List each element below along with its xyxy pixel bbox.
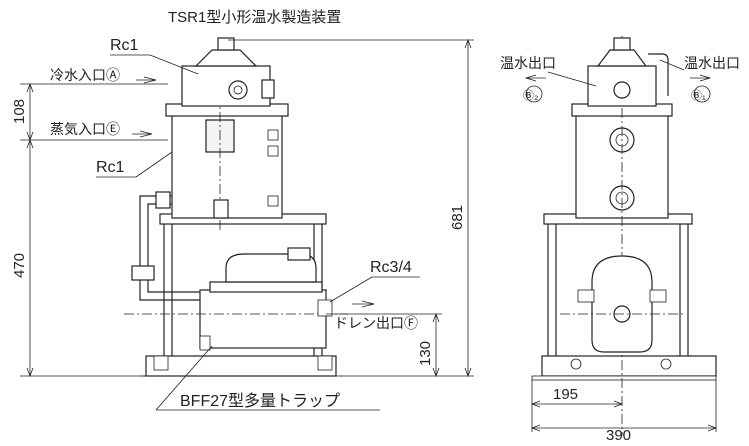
label-rc1-top: Rc1 — [110, 37, 139, 54]
dim-108: 108 — [11, 99, 28, 124]
label-hot-outlet-right-mark: Ⓑ₁ — [691, 89, 706, 102]
trap-body-front — [591, 255, 653, 353]
label-trap: BFF27型多量トラップ — [180, 392, 340, 410]
label-cold-inlet: 冷水入口Ⓐ — [50, 67, 120, 83]
arrow-cold-inlet — [136, 76, 157, 84]
dim-681: 681 — [449, 205, 466, 230]
label-hot-outlet-right: 温水出口 — [684, 55, 740, 71]
front-view — [531, 36, 717, 436]
arrow-hot-outlet-right — [690, 74, 712, 82]
base-plate-side — [145, 355, 337, 377]
label-hot-outlet-left: 温水出口 — [500, 55, 556, 71]
label-rc34: Rc3/4 — [370, 259, 412, 276]
side-view-dimensions: 108 470 681 130 — [11, 38, 474, 378]
arrow-hot-outlet-left — [524, 74, 546, 82]
dim-470: 470 — [11, 253, 28, 278]
label-steam-inlet: 蒸気入口Ⓔ — [50, 121, 120, 137]
drawing-title: TSR1型小形温水製造装置 — [168, 9, 341, 26]
base-plate-front — [541, 355, 717, 377]
front-view-dimensions: 195 390 — [530, 380, 718, 444]
front-view-annotations: 温水出口 Ⓑ₂ 温水出口 Ⓑ₁ — [500, 55, 740, 103]
dim-195: 195 — [553, 386, 578, 403]
side-view — [124, 37, 348, 377]
dim-390: 390 — [606, 427, 631, 444]
arrow-steam-inlet — [132, 130, 153, 138]
dim-130: 130 — [417, 341, 434, 366]
side-view-annotations: Rc1 冷水入口Ⓐ 蒸気入口Ⓔ Rc1 Rc3/4 ドレン出口Ⓕ BFF27型多… — [20, 37, 420, 411]
label-rc1-mid: Rc1 — [96, 159, 125, 176]
arrow-drain — [352, 300, 375, 308]
trap-body-side — [199, 289, 327, 349]
label-drain-outlet: ドレン出口Ⓕ — [334, 315, 418, 331]
label-hot-outlet-left-mark: Ⓑ₂ — [523, 89, 538, 102]
